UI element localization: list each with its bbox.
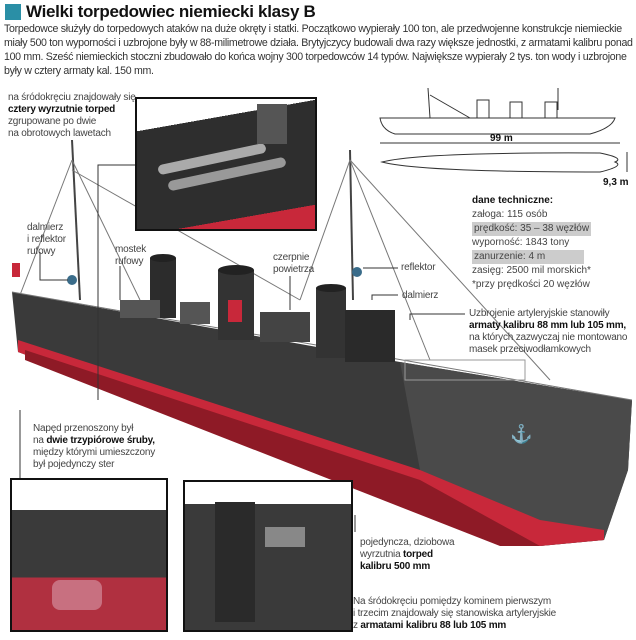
label-rangefinder: dalmierz — [402, 290, 439, 301]
anchor-icon: ⚓ — [510, 423, 532, 444]
deck-gun — [265, 527, 305, 547]
inset-torpedo-tubes — [135, 97, 317, 231]
hull-shade — [400, 362, 632, 546]
rigging — [19, 139, 551, 381]
logo-icon — [5, 4, 21, 20]
beam-label: 9,3 m — [603, 177, 629, 188]
top-plan — [380, 152, 628, 173]
aft-searchlight — [67, 275, 77, 285]
side-profile — [379, 87, 620, 144]
intro-text: Torpedowce służyły do torpedowych ataków… — [4, 23, 633, 77]
length-label: 99 m — [490, 133, 513, 144]
page-title: Wielki torpedowiec niemiecki klasy B — [26, 2, 316, 21]
funnel-3 — [316, 288, 346, 358]
inset-propellers — [10, 478, 168, 632]
bridge — [345, 310, 395, 362]
flag — [12, 263, 20, 277]
hull-waterline-shadow — [25, 350, 540, 546]
label-mid-guns: Na śródokręciu pomiędzy kominem pierwszy… — [353, 596, 557, 631]
inset-deck-gun — [183, 480, 353, 632]
label-searchlight: reflektor — [401, 262, 436, 273]
platform — [257, 104, 287, 144]
label-propulsion: Napęd przenoszony był na dwie trzypiórow… — [33, 423, 156, 470]
hull-waterline — [18, 340, 604, 546]
tech-specs: dane techniczne: załoga: 115 osób prędko… — [472, 195, 592, 290]
propeller — [52, 580, 102, 610]
label-bow-torpedo: pojedyncza, dziobowa wyrzutnia torped ka… — [360, 537, 455, 572]
bow-railing — [404, 359, 526, 381]
searchlight — [352, 267, 362, 277]
gun-turret — [215, 502, 255, 622]
